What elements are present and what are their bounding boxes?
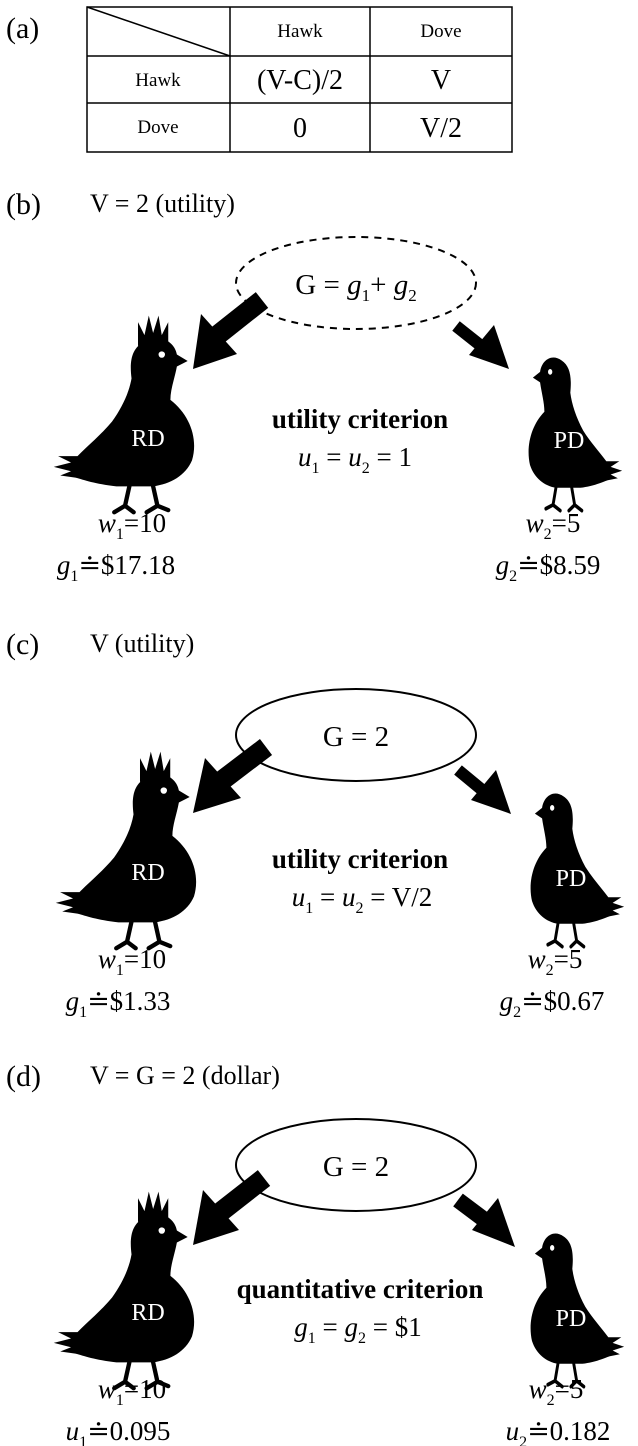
resource-pool-solid <box>235 1118 477 1212</box>
pool-equation: G = 2 <box>323 1151 389 1183</box>
right-weight: w2=5 <box>528 944 583 979</box>
criterion-condition: u1 = u2 = V/2 <box>292 882 432 917</box>
rich-dove-bird <box>54 1191 194 1389</box>
pool-equation: G = 2 <box>323 721 389 753</box>
panel-b-label: (b) <box>6 188 41 221</box>
arrow-right <box>453 1193 515 1247</box>
right-value: g2≐$8.59 <box>496 550 601 585</box>
left-value: u1≐0.095 <box>66 1416 171 1446</box>
right-value: g2≐$0.67 <box>500 986 605 1021</box>
pool-equation: G = g1+ g2 <box>295 269 416 305</box>
payoff-matrix <box>86 6 513 153</box>
left-value: g1≐$1.33 <box>66 986 171 1021</box>
criterion-label: utility criterion <box>272 404 448 434</box>
poor-dove-label: PD <box>554 428 585 454</box>
panel-c-label: (c) <box>6 628 39 661</box>
cell-hawk-dove: V <box>431 65 451 96</box>
arrow-right <box>454 765 511 814</box>
left-weight: w1=10 <box>98 944 166 979</box>
cell-dove-dove: V/2 <box>420 113 462 144</box>
panel-d-heading: V = G = 2 (dollar) <box>90 1061 280 1090</box>
rich-dove-label: RD <box>131 1300 164 1326</box>
cell-hawk-hawk: (V-C)/2 <box>257 65 343 96</box>
row-header-dove: Dove <box>137 117 178 138</box>
left-value: g1≐$17.18 <box>57 550 175 585</box>
arrow-right <box>452 321 509 369</box>
resource-pool-dashed <box>235 236 477 330</box>
rich-dove-label: RD <box>131 860 164 886</box>
row-header-hawk: Hawk <box>135 70 181 91</box>
col-header-dove: Dove <box>420 21 461 42</box>
arrow-left <box>193 292 269 369</box>
panel-c-heading: V (utility) <box>90 629 194 658</box>
resource-pool-solid <box>235 688 477 782</box>
rich-dove-label: RD <box>131 426 164 452</box>
right-weight: w2=5 <box>526 508 581 543</box>
panel-d-label: (d) <box>6 1060 41 1093</box>
panel-a-label: (a) <box>6 12 39 45</box>
arrow-left <box>193 739 273 813</box>
criterion-label: quantitative criterion <box>237 1274 484 1304</box>
rich-dove-bird <box>56 751 196 949</box>
criterion-condition: g1 = g2 = $1 <box>294 1312 421 1347</box>
left-weight: w1=10 <box>98 1374 166 1409</box>
cell-dove-hawk: 0 <box>293 113 307 144</box>
poor-dove-label: PD <box>556 866 587 892</box>
right-value: u2≐0.182 <box>506 1416 611 1446</box>
panel-b-heading: V = 2 (utility) <box>90 189 235 218</box>
criterion-condition: u1 = u2 = 1 <box>298 442 412 477</box>
criterion-label: utility criterion <box>272 844 448 874</box>
header-diagonal <box>86 6 231 57</box>
arrow-left <box>193 1170 271 1245</box>
col-header-hawk: Hawk <box>277 21 323 42</box>
left-weight: w1=10 <box>98 508 166 543</box>
rich-dove-bird <box>54 315 194 513</box>
poor-dove-label: PD <box>556 1306 587 1332</box>
right-weight: w2=5 <box>529 1374 584 1409</box>
